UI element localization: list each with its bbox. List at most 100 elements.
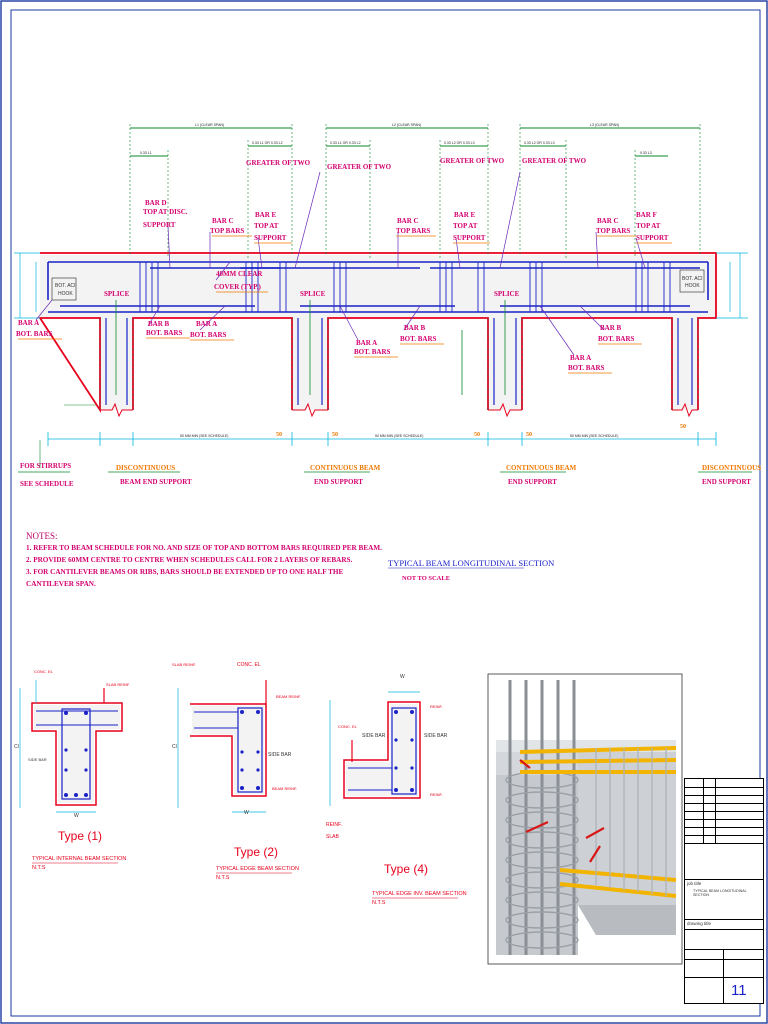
type4-slab: SLAB: [326, 834, 339, 840]
bar-a-1: BAR A: [18, 319, 39, 327]
dim-50-2: 50: [332, 432, 338, 438]
type-4-label: Type (4): [384, 862, 429, 876]
svg-text:50 MM MIN (SEE SCHEDULE): 50 MM MIN (SEE SCHEDULE): [375, 434, 423, 438]
bar-e-1-sub: TOP AT: [254, 222, 279, 230]
type-1-caption: TYPICAL INTERNAL BEAM SECTION: [32, 856, 127, 862]
svg-text:HOOK: HOOK: [685, 283, 700, 289]
dim-50-4: 50: [526, 432, 532, 438]
end-support-1: END SUPPORT: [314, 478, 363, 486]
splice-1: SPLICE: [104, 290, 130, 298]
continuous-beam-1: CONTINUOUS BEAM: [310, 464, 381, 472]
bar-c-2-sub: TOP BARS: [396, 227, 430, 235]
type2-side-bar: SIDE BAR: [268, 752, 292, 758]
for-stirrups: FOR STIRRUPS: [20, 462, 71, 470]
bar-d-sub2: SUPPORT: [143, 221, 176, 229]
type-1-label: Type (1): [58, 829, 103, 843]
type-2-scale: N.T.S: [216, 875, 230, 881]
see-schedule: SEE SCHEDULE: [20, 480, 74, 488]
bar-c-2: BAR C: [397, 217, 419, 225]
type-4-scale: N.T.S: [372, 900, 386, 906]
gt-label-2: GREATER OF TWO: [327, 163, 392, 171]
bottom-dimension-string: 50 MM MIN (SEE SCHEDULE) 50 MM MIN (SEE …: [18, 404, 752, 473]
bar-a-4: BAR A: [570, 354, 591, 362]
type-4-section: [329, 691, 421, 806]
drawing-title-label: drawing title: [687, 921, 712, 926]
type4-reinf: REINF.: [430, 704, 443, 709]
bar-b-3: BAR B: [600, 324, 622, 332]
type2-beam-reinf-2: BEAM REINF.: [272, 786, 298, 791]
type2-cl: Cl: [172, 744, 177, 750]
type4-reinf-2: REINF.: [430, 792, 443, 797]
bar-a-3-sub: BOT. BARS: [354, 348, 391, 356]
type-2-caption: TYPICAL EDGE BEAM SECTION: [216, 866, 299, 872]
bar-b-1: BAR B: [148, 320, 170, 328]
discontinuous-1: DISCONTINUOUS: [116, 464, 175, 472]
job-title-label: job title: [687, 881, 702, 886]
rebar-3d-render: [487, 673, 683, 965]
note-item-2: 2. PROVIDE 60MM CENTRE TO CENTRE WHEN SC…: [26, 556, 353, 564]
bar-b-2: BAR B: [404, 324, 426, 332]
type4-side-bar-2: SIDE BAR: [424, 733, 448, 739]
bar-a-1-sub: BOT. BARS: [16, 330, 53, 338]
note-item-1: 1. REFER TO BEAM SCHEDULE FOR NO. AND SI…: [26, 544, 382, 552]
splice-3: SPLICE: [494, 290, 520, 298]
dim-50-5: 50: [680, 424, 686, 430]
bar-e-1-sub2: SUPPORT: [254, 234, 287, 242]
bar-c-3-sub: TOP BARS: [596, 227, 630, 235]
continuous-beam-2: CONTINUOUS BEAM: [506, 464, 577, 472]
inner-border: [10, 9, 761, 1017]
svg-text:L2 (CLEAR SPAN): L2 (CLEAR SPAN): [392, 123, 421, 127]
svg-text:0.33 L1 OR 0.33 L2: 0.33 L1 OR 0.33 L2: [330, 141, 361, 145]
note-item-3: 3. FOR CANTILEVER BEAMS OR RIBS, BARS SH…: [26, 568, 344, 588]
type4-conc-el: CONC. EL: [338, 724, 357, 729]
type1-side-bar: SIDE BAR: [28, 757, 47, 762]
beam-longitudinal-section: BOT. ACI HOOK BOT. ACI HOOK: [14, 123, 748, 418]
type1-conc-el: CONC. EL: [34, 669, 53, 674]
bar-b-2-sub: BOT. BARS: [400, 335, 437, 343]
type4-w: W: [400, 674, 405, 680]
bar-a-3: BAR A: [356, 339, 377, 347]
svg-text:BOT. ACI: BOT. ACI: [682, 276, 703, 282]
splice-2: SPLICE: [300, 290, 326, 298]
bar-d-sub: TOP AT DISC.: [143, 208, 188, 216]
type1-slab-reinf: SLAB REINF.: [106, 682, 131, 687]
section-subtitle: NOT TO SCALE: [402, 575, 450, 582]
type4-side-bar: SIDE BAR: [362, 733, 386, 739]
dim-50-3: 50: [474, 432, 480, 438]
type1-w: W: [74, 813, 79, 819]
clear-cover-sub: COVER (TYP.): [214, 283, 261, 291]
bar-f: BAR F: [636, 211, 657, 219]
bar-b-3-sub: BOT. BARS: [598, 335, 635, 343]
job-title-value: TYPICAL BEAM LONGITUDINAL SECTION: [693, 889, 747, 897]
bar-a-2: BAR A: [196, 320, 217, 328]
notes-block: NOTES: 1. REFER TO BEAM SCHEDULE FOR NO.…: [26, 530, 386, 590]
type2-w: W: [244, 810, 249, 816]
type2-conc-el: CONC. EL: [237, 662, 261, 668]
svg-text:50 MM MIN (SEE SCHEDULE): 50 MM MIN (SEE SCHEDULE): [180, 434, 228, 438]
beam-end-support: BEAM END SUPPORT: [120, 478, 192, 486]
gt-label-4: GREATER OF TWO: [522, 157, 587, 165]
bar-d-label: BAR D: [145, 199, 167, 207]
bar-f-sub2: SUPPORT: [636, 234, 669, 242]
end-support-3: END SUPPORT: [702, 478, 751, 486]
bar-c-1-sub: TOP BARS: [210, 227, 244, 235]
end-support-2: END SUPPORT: [508, 478, 557, 486]
svg-text:0.33 L2 OR 0.33 L3: 0.33 L2 OR 0.33 L3: [524, 141, 555, 145]
bar-e-2-sub2: SUPPORT: [453, 234, 486, 242]
type1-cl: Cl: [14, 744, 19, 750]
type2-slab-reinf: SLAB REINF.: [172, 662, 197, 667]
svg-text:HOOK: HOOK: [58, 291, 73, 297]
bar-b-1-sub: BOT. BARS: [146, 329, 183, 337]
bar-a-4-sub: BOT. BARS: [568, 364, 605, 372]
section-title: TYPICAL BEAM LONGITUDINAL SECTION: [388, 558, 554, 568]
bar-e-1: BAR E: [255, 211, 277, 219]
svg-text:50 MM MIN (SEE SCHEDULE): 50 MM MIN (SEE SCHEDULE): [570, 434, 618, 438]
sheet-number: 11: [731, 982, 747, 999]
svg-text:0.33 L3: 0.33 L3: [640, 151, 652, 155]
type4-reinf-3: REINF.: [326, 822, 342, 828]
svg-text:BOT. ACI: BOT. ACI: [55, 283, 76, 289]
type-4-caption: TYPICAL EDGE INV. BEAM SECTION: [372, 891, 467, 897]
